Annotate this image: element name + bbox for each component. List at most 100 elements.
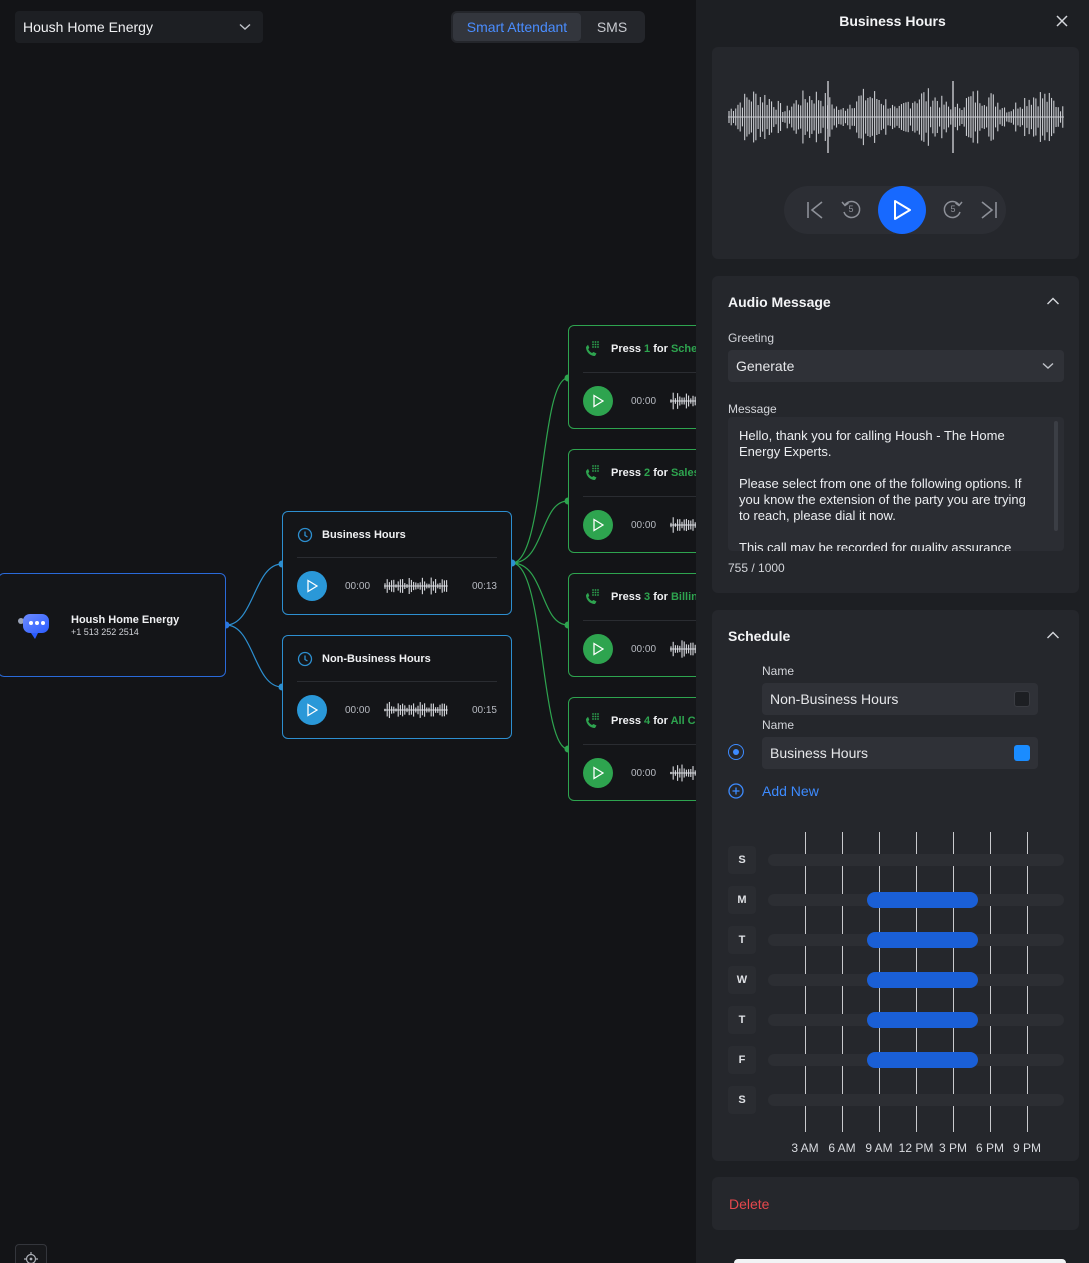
chat-bot-icon — [18, 614, 49, 639]
play-icon — [593, 766, 604, 780]
day-label: T — [728, 1006, 756, 1034]
active-hours-bar[interactable] — [866, 892, 978, 908]
schedule-name-input[interactable]: Business Hours — [762, 737, 1038, 769]
non-business-hours-play-button[interactable] — [297, 695, 327, 725]
clock-icon — [297, 527, 313, 542]
day-label: T — [728, 926, 756, 954]
active-hours-bar[interactable] — [866, 932, 978, 948]
forward-button[interactable]: 5 — [942, 199, 964, 221]
main-play-button[interactable] — [878, 186, 926, 234]
close-icon[interactable] — [1055, 14, 1069, 28]
press-node-play-button[interactable] — [583, 634, 613, 664]
phone-keypad-icon — [586, 341, 599, 356]
add-new-schedule-button[interactable]: Add New — [728, 783, 819, 799]
add-new-label: Add New — [762, 783, 819, 799]
connector-press-2 — [511, 500, 569, 564]
day-row[interactable]: S — [728, 1086, 1064, 1114]
day-track[interactable] — [768, 1094, 1064, 1106]
tab-smart-attendant[interactable]: Smart Attendant — [453, 13, 581, 41]
schedule-color-swatch[interactable] — [1014, 691, 1030, 707]
play-icon — [593, 518, 604, 532]
skip-back-icon[interactable] — [806, 200, 824, 220]
waveform-icon — [670, 517, 696, 533]
audio-message-heading: Audio Message — [728, 294, 831, 310]
day-row[interactable]: T — [728, 926, 1064, 954]
flow-canvas[interactable]: Housh Home Energy Smart Attendant SMS Ho… — [0, 0, 696, 1263]
press-node-play-button[interactable] — [583, 510, 613, 540]
play-icon — [593, 642, 604, 656]
root-node[interactable]: Housh Home Energy +1 513 252 2514 — [0, 573, 226, 677]
press-node-play-button[interactable] — [583, 386, 613, 416]
schedule-name-input[interactable]: Non-Business Hours — [762, 683, 1038, 715]
plus-circle-icon — [728, 783, 744, 799]
message-label: Message — [728, 402, 777, 416]
day-track[interactable] — [768, 1052, 1064, 1068]
press-node[interactable]: Press 3 for Billin 00:00 — [568, 573, 696, 677]
day-row[interactable]: T — [728, 1006, 1064, 1034]
press-node[interactable]: Press 1 for Sche 00:00 — [568, 325, 696, 429]
phone-keypad-icon — [586, 465, 599, 480]
message-textarea[interactable]: Hello, thank you for calling Housh - The… — [728, 417, 1064, 551]
greeting-value: Generate — [736, 358, 795, 374]
mode-toggle[interactable]: Smart Attendant SMS — [451, 11, 645, 43]
day-row[interactable]: M — [728, 886, 1064, 914]
day-row[interactable]: S — [728, 846, 1064, 874]
radio-dot — [733, 749, 739, 755]
chevron-up-icon[interactable] — [1046, 630, 1060, 640]
non-business-hours-node[interactable]: Non-Business Hours 00:00 00:15 — [282, 635, 512, 739]
details-panel: Business Hours 5 5 Audio Message Greetin… — [696, 0, 1089, 1263]
time-tick-label: 3 AM — [791, 1141, 819, 1155]
press-node-time: 00:00 — [631, 643, 657, 655]
press-node[interactable]: Press 2 for Sales 00:00 — [568, 449, 696, 553]
time-tick-label: 6 AM — [828, 1141, 856, 1155]
skip-forward-icon[interactable] — [980, 200, 998, 220]
waveform-icon — [384, 577, 448, 595]
day-row[interactable]: F — [728, 1046, 1064, 1074]
press-node-label: Press 1 for Sche — [611, 343, 696, 355]
forward-icon — [943, 200, 963, 219]
message-paragraph: Hello, thank you for calling Housh - The… — [739, 428, 1005, 459]
connector-press-1 — [511, 377, 569, 564]
non-business-hours-node-title: Non-Business Hours — [322, 652, 431, 665]
active-hours-bar[interactable] — [866, 972, 978, 988]
non-business-hours-end-time: 00:15 — [471, 704, 497, 716]
play-icon — [894, 200, 911, 220]
connector-press-3 — [511, 562, 569, 626]
press-node-label: Press 2 for Sales — [611, 467, 696, 479]
play-icon — [307, 579, 318, 593]
waveform-icon — [670, 392, 696, 410]
tab-sms[interactable]: SMS — [596, 19, 628, 35]
active-hours-bar[interactable] — [866, 1012, 978, 1028]
schedule-color-swatch[interactable] — [1014, 745, 1030, 761]
audio-waveform[interactable] — [728, 79, 1064, 155]
business-hours-node[interactable]: Business Hours 00:00 00:13 — [282, 511, 512, 615]
recenter-button[interactable] — [15, 1244, 47, 1263]
day-row[interactable]: W — [728, 966, 1064, 994]
day-track[interactable] — [768, 932, 1064, 948]
schedule-heading: Schedule — [728, 628, 791, 644]
rewind-button[interactable]: 5 — [840, 199, 862, 221]
greeting-select[interactable]: Generate — [728, 350, 1064, 382]
press-node-play-button[interactable] — [583, 758, 613, 788]
account-select[interactable]: Housh Home Energy — [15, 11, 263, 43]
account-select-value: Housh Home Energy — [23, 19, 153, 35]
message-scrollbar[interactable] — [1054, 421, 1058, 531]
press-node[interactable]: Press 4 for All C 00:00 — [568, 697, 696, 801]
delete-button[interactable]: Delete — [729, 1196, 770, 1212]
chevron-up-icon[interactable] — [1046, 296, 1060, 306]
day-track[interactable] — [768, 972, 1064, 988]
schedule-active-radio[interactable] — [728, 744, 744, 760]
day-track[interactable] — [768, 1012, 1064, 1028]
panel-title: Business Hours — [839, 13, 946, 29]
business-hours-node-title: Business Hours — [322, 528, 406, 541]
message-paragraph: Please select from one of the following … — [739, 476, 1026, 523]
business-hours-play-button[interactable] — [297, 571, 327, 601]
schedule-name-label: Name — [762, 718, 795, 732]
active-hours-bar[interactable] — [866, 1052, 978, 1068]
day-track[interactable] — [768, 892, 1064, 908]
schedule-name-value: Non-Business Hours — [770, 691, 899, 707]
character-count: 755 / 1000 — [728, 561, 785, 575]
message-paragraph: This call may be recorded for quality as… — [739, 540, 1012, 551]
day-track[interactable] — [768, 854, 1064, 866]
